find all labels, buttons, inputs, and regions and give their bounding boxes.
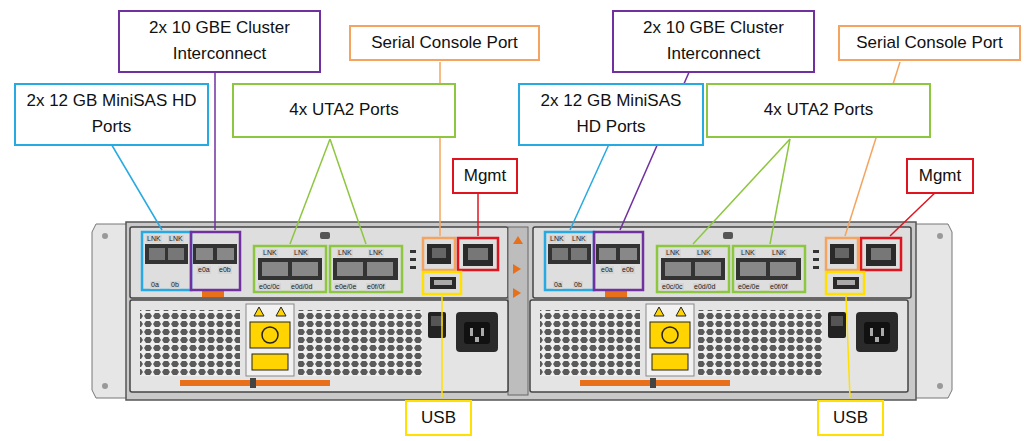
callout-box: 2x 10 GBE Cluster Interconnect xyxy=(118,10,321,73)
port-label: 0a xyxy=(553,281,563,289)
port-label: e0e/0e xyxy=(737,283,760,291)
port-label: 0a xyxy=(150,281,160,289)
port-label: LNK xyxy=(771,249,787,257)
callout-box: USB xyxy=(405,400,472,436)
callout-text: 2x 10 GBE Cluster Interconnect xyxy=(620,15,807,68)
port-label: e0a xyxy=(197,266,211,274)
callout-box: USB xyxy=(817,400,884,436)
callout-box: 4x UTA2 Ports xyxy=(232,83,456,138)
port-label: e0a xyxy=(600,266,614,274)
callout-box: 2x 12 GB MiniSAS HD Ports xyxy=(14,83,209,146)
port-label: LNK xyxy=(293,249,309,257)
port-label: e0f/0f xyxy=(769,283,789,291)
port-label: LNK xyxy=(571,235,587,243)
port-label: LNK xyxy=(262,249,278,257)
port-label: e0d/0d xyxy=(693,283,716,291)
callout-box: 2x 10 GBE Cluster Interconnect xyxy=(612,10,815,73)
callout-text: 2x 12 GB MiniSAS HD Ports xyxy=(526,88,696,141)
port-label: LNK xyxy=(368,249,384,257)
callout-box: 2x 12 GB MiniSAS HD Ports xyxy=(518,83,704,146)
port-label: e0b xyxy=(621,266,635,274)
port-label: 0b xyxy=(170,281,180,289)
callout-text: USB xyxy=(833,405,868,431)
port-label: e0b xyxy=(218,266,232,274)
callout-text: 2x 10 GBE Cluster Interconnect xyxy=(126,15,313,68)
port-label: LNK xyxy=(665,249,681,257)
port-label: LNK xyxy=(337,249,353,257)
callout-text: 4x UTA2 Ports xyxy=(289,97,398,123)
callout-text: 4x UTA2 Ports xyxy=(764,97,873,123)
port-label: LNK xyxy=(146,235,162,243)
port-label: LNK xyxy=(168,235,184,243)
port-label: 0b xyxy=(573,281,583,289)
port-label: e0c/0c xyxy=(661,283,684,291)
callout-box: Mgmt xyxy=(452,158,518,194)
callout-text: USB xyxy=(421,405,456,431)
callout-box: Mgmt xyxy=(906,158,974,194)
callout-text: 2x 12 GB MiniSAS HD Ports xyxy=(22,88,201,141)
callout-text: Mgmt xyxy=(464,163,507,189)
callout-text: Serial Console Port xyxy=(856,30,1002,56)
port-label: e0f/0f xyxy=(366,283,386,291)
callout-text: Serial Console Port xyxy=(371,30,517,56)
port-label: e0e/0e xyxy=(334,283,357,291)
port-label: e0d/0d xyxy=(290,283,313,291)
callout-box: Serial Console Port xyxy=(349,25,540,61)
port-label: e0c/0c xyxy=(258,283,281,291)
callout-text: Mgmt xyxy=(919,163,962,189)
port-label: LNK xyxy=(696,249,712,257)
port-label: LNK xyxy=(740,249,756,257)
callout-box: Serial Console Port xyxy=(838,25,1021,61)
callout-box: 4x UTA2 Ports xyxy=(706,83,931,138)
port-label: LNK xyxy=(549,235,565,243)
